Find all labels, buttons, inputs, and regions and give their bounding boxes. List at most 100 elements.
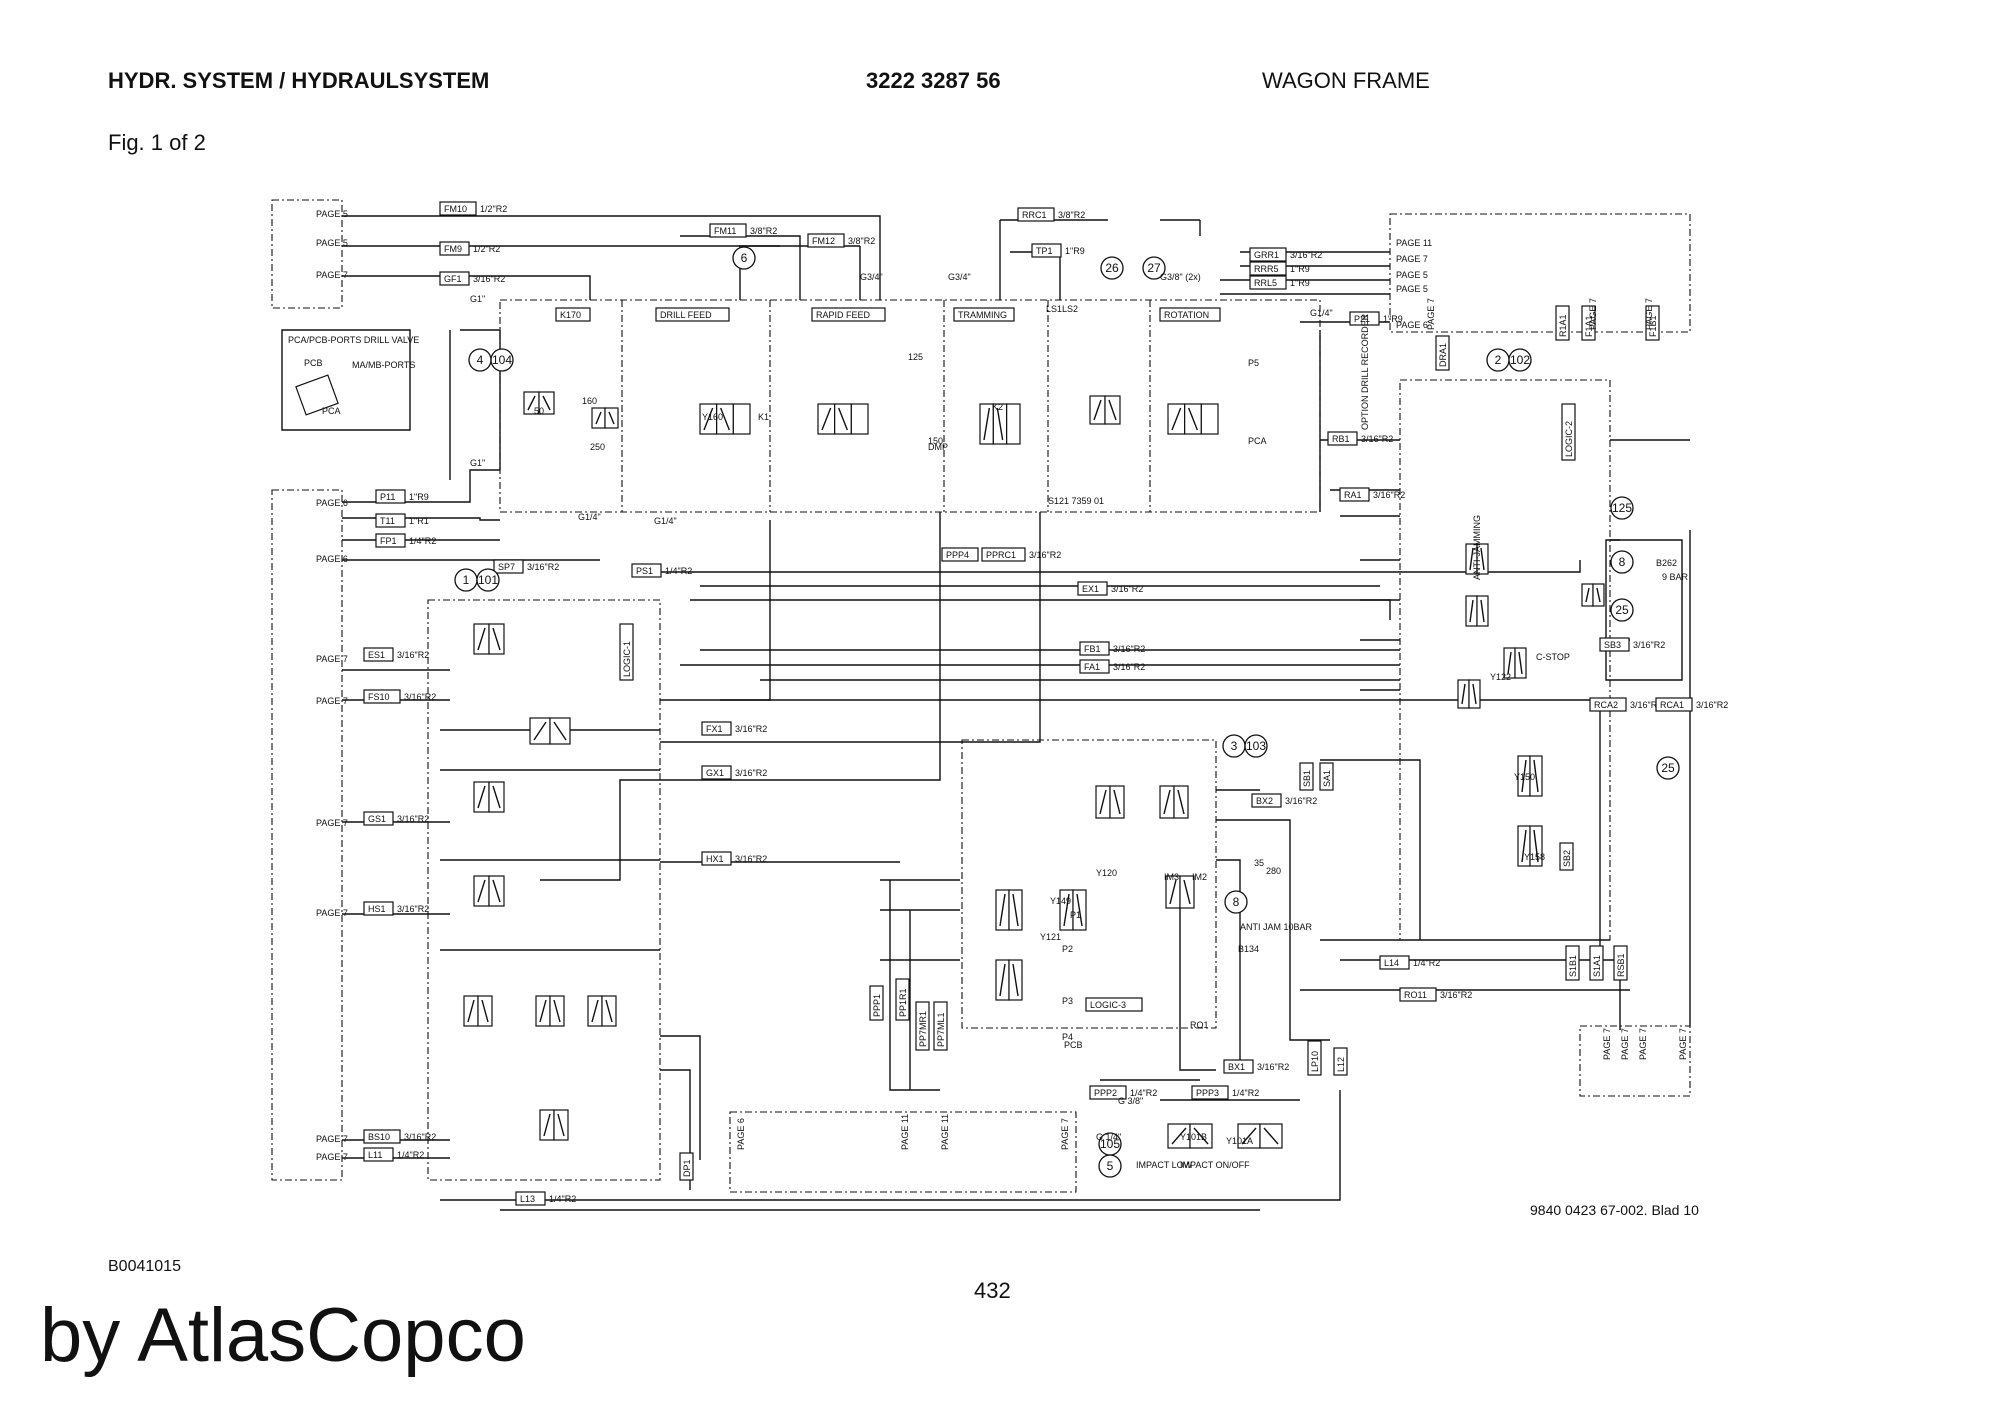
component-label-35: 250: [590, 442, 605, 452]
hose-tag-rrl5-code: RRL5: [1254, 278, 1277, 288]
callout-6: 6: [732, 246, 756, 270]
hose-tag-rca1-size: 3/16"R2: [1696, 700, 1728, 710]
fitting-size-9: G 1/4": [1096, 1132, 1121, 1142]
hose-tag-gf1-size: 3/16"R2: [473, 274, 505, 284]
component-label-18: P4: [1062, 1032, 1073, 1042]
callout-8: 8: [1224, 890, 1248, 914]
inset-label-3: PCA: [322, 406, 341, 416]
callout-number: 27: [1147, 261, 1161, 275]
vtag-sb2: SB2: [1559, 842, 1574, 871]
hose-tag-p11-code: P11: [380, 492, 395, 502]
callout-number: 105: [1100, 1137, 1120, 1151]
vtag-s1b1-label: S1B1: [1568, 955, 1578, 977]
component-label-7: ANTI JAM 10BAR: [1240, 922, 1313, 932]
block-title-1: DRILL FEED: [655, 307, 730, 322]
vtag-pp1r1-label: PP1R1: [898, 988, 908, 1017]
hose-tag-rrl5-size: 1"R9: [1290, 278, 1310, 288]
brand-watermark: by AtlasCopco: [40, 1293, 526, 1378]
vtag-lp10: LP10: [1307, 1040, 1322, 1076]
component-label-30: IM3: [1164, 872, 1179, 882]
hose-tag-t11-code: T11: [380, 516, 395, 526]
hose-tag-bs10-size: 3/16"R2: [404, 1132, 436, 1142]
valve-symbol-14: [587, 995, 617, 1027]
component-label-29: IM2: [1192, 872, 1207, 882]
component-label-26: K1: [758, 412, 769, 422]
vtag-ppp1: PPP1: [869, 985, 884, 1021]
block-title-5: K170: [555, 307, 591, 322]
vtag-f1a1: F1A1: [1581, 305, 1596, 341]
component-label-24: Y149: [1050, 896, 1071, 906]
hose-tag-hx1-size: 3/16"R2: [735, 854, 767, 864]
fitting-size-10: G 3/8": [1118, 1096, 1143, 1106]
callout-25: 25: [1656, 756, 1680, 780]
valve-symbol-7: [591, 407, 619, 429]
fitting-size-7: G3/8" (2x): [1160, 272, 1201, 282]
vtag-rsb1-label: RSB1: [1616, 953, 1626, 977]
callout-number: 125: [1612, 501, 1632, 515]
hose-tag-sb3-size: 3/16"R2: [1633, 640, 1665, 650]
callout-sub-number: 5: [1107, 1159, 1114, 1173]
component-label-20: Y121: [1040, 932, 1061, 942]
hose-tag-fa1-size: 3/16"R2: [1113, 662, 1145, 672]
page-ref-left-11: PAGE 7: [316, 1152, 348, 1162]
hose-tag-l13-size: 1/4"R2: [549, 1194, 576, 1204]
hose-tag-fs10-size: 3/16"R2: [404, 692, 436, 702]
hose-tag-bx2-size: 3/16"R2: [1285, 796, 1317, 806]
vtag-f1b1: F1B1: [1645, 305, 1660, 341]
component-label-1: LS1: [1046, 304, 1062, 314]
valve-symbol-20: [1059, 889, 1087, 931]
callout-26: 26: [1100, 256, 1124, 280]
callout-sub-number: 103: [1246, 739, 1266, 753]
inset-valve-body: [295, 374, 339, 416]
hose-tag-rca1-code: RCA1: [1660, 700, 1684, 710]
callout-105-5: 105 5: [1098, 1132, 1122, 1178]
component-label-27: K2: [992, 402, 1003, 412]
component-label-13: Y101A: [1226, 1136, 1253, 1146]
valve-symbol-24: [1503, 647, 1527, 679]
vtag-sb2-label: SB2: [1562, 850, 1572, 867]
callout-number: 1: [463, 573, 470, 587]
component-label-34: 160: [582, 396, 597, 406]
hose-tag-fs10-code: FS10: [368, 692, 390, 702]
callout-27: 27: [1142, 256, 1166, 280]
hose-tag-fs10: FS10 3/16"R2: [363, 689, 436, 704]
component-label-39: PCA: [1248, 436, 1267, 446]
component-label-17: P3: [1062, 996, 1073, 1006]
hose-tag-rrl5: RRL5 1"R9: [1249, 275, 1310, 290]
page-ref-left-1: PAGE 5: [316, 209, 348, 219]
hose-tag-bx1-size: 3/16"R2: [1257, 1062, 1289, 1072]
page-ref-top-right-3: PAGE 7: [1644, 298, 1654, 330]
hose-tag-fm12-code: FM12: [812, 236, 835, 246]
component-label-21: Y122: [1490, 672, 1511, 682]
vtag-sa1-label: SA1: [1322, 770, 1332, 787]
callout-sub-number: 104: [492, 353, 512, 367]
hose-tag-pprc1-code: PPRC1: [986, 550, 1016, 560]
hose-tag-fm9-code: FM9: [444, 244, 462, 254]
valve-symbol-11: [473, 875, 505, 907]
hose-tag-rca2-code: RCA2: [1594, 700, 1618, 710]
logic-block-2: LOGIC-2: [1561, 403, 1576, 461]
valve-symbol-5: [1089, 395, 1121, 425]
hose-tag-rca1: RCA1 3/16"R2: [1655, 697, 1728, 712]
page-ref-bottom-right-4: PAGE 7: [1678, 1028, 1688, 1060]
hose-tag-grr1-code: GRR1: [1254, 250, 1279, 260]
hose-tag-rrr5-size: 1"R9: [1290, 264, 1310, 274]
system-title: HYDR. SYSTEM / HYDRAULSYSTEM: [108, 68, 490, 93]
hose-tag-fx1-size: 3/16"R2: [735, 724, 767, 734]
block-title-4: ROTATION: [1159, 307, 1221, 322]
hose-tag-ex1-code: EX1: [1082, 584, 1099, 594]
page-ref-bottom-right-2: PAGE 7: [1620, 1028, 1630, 1060]
component-label-5: ANTI-JAMMING: [1472, 515, 1482, 580]
component-label-41: RO1: [1190, 1020, 1209, 1030]
logic-block-3-text: LOGIC-3: [1090, 1000, 1126, 1010]
vtag-dra1-label: DRA1: [1438, 343, 1448, 367]
